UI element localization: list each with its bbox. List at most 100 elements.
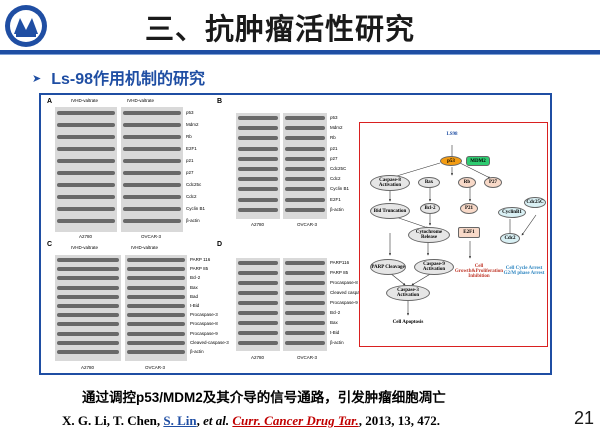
blot-row-label: Procaspase-9 [190, 330, 218, 336]
blot-band [123, 219, 181, 223]
blot-row-label: PARP116 [330, 260, 350, 265]
blot-row-label: PARP 85 [330, 270, 349, 275]
pathway-cdc2: Cdc2 [500, 233, 520, 244]
pathway-cdc25c: Cdc25C [524, 197, 546, 208]
blot-band [57, 123, 115, 127]
blot-row-label: Cyclin B1 [186, 206, 206, 211]
blot-band [127, 331, 185, 336]
blot-band [127, 294, 185, 299]
blot-row-label: Cdc25c [186, 182, 202, 187]
blot-band [123, 159, 181, 163]
blot-row-label: β-actin [186, 218, 200, 223]
title-rule-thin [0, 54, 600, 55]
blot-band [285, 156, 325, 161]
blot-row-label: β-actin [330, 206, 344, 212]
blot-row-label: Cdc2 [330, 176, 341, 182]
blot-band [127, 322, 185, 327]
panel-c-group-2: IVHD-valtrate [131, 245, 159, 250]
panel-a-cell-2: OVCAR-3 [141, 234, 162, 239]
blot-band [57, 147, 115, 151]
blot-row-label: Rb [330, 135, 336, 141]
blot-band [123, 147, 181, 151]
blot-row-label: p53 [330, 115, 338, 120]
blot-band [238, 126, 278, 131]
blot-row-label: Cleaved caspase-3 [330, 290, 369, 295]
pathway-caspase-3: Caspase-3 Activation [386, 285, 430, 301]
blot-row-label: Procaspase-3 [190, 312, 218, 318]
slide-caption: 通过调控p53/MDM2及其介导的信号通路，引发肿瘤细胞凋亡 [82, 390, 446, 405]
pathway-cyclinb1: CyclinB1 [498, 207, 526, 218]
blot-row-label: β-actin [330, 340, 344, 345]
blot-row-label: PARP 116 [190, 257, 211, 262]
blot-a-left [55, 107, 117, 232]
panel-label-a: A [47, 98, 53, 105]
blot-band [57, 285, 119, 290]
blot-band [57, 219, 115, 223]
blot-band [238, 187, 278, 192]
blot-band [57, 276, 119, 281]
blot-band [285, 136, 325, 141]
university-logo [5, 5, 47, 47]
panel-label-b: B [217, 98, 223, 105]
pathway-apoptosis: Cell Apoptosis [392, 319, 424, 325]
blot-band [123, 123, 181, 127]
pathway-diagram: LS98 p53 MDM2 Caspase-8 Activation Bax R… [359, 122, 548, 347]
blot-row-label: Bax [190, 284, 198, 290]
pathway-p27: P27 [484, 177, 502, 188]
blot-band [123, 207, 181, 211]
blot-band [285, 341, 325, 345]
blot-row-label: Cdc25C [330, 166, 347, 171]
blot-band [238, 321, 278, 325]
blot-band [238, 136, 278, 141]
section-bullet: ➤Ls-98作用机制的研究 [32, 65, 205, 89]
blot-band [127, 285, 185, 290]
blot-band [57, 267, 119, 272]
blot-band [57, 159, 115, 163]
pathway-rb: Rb [458, 177, 476, 188]
blot-band [238, 146, 278, 151]
blot-band [285, 116, 325, 120]
pathway-growth-inhibition: Cell Growth&Proliferation Inhibition [454, 263, 504, 279]
blot-band [127, 304, 185, 308]
blot-band [57, 350, 119, 354]
arrow-bullet-icon: ➤ [32, 73, 42, 85]
blot-row-label: Bax [330, 320, 338, 325]
slide-title: 三、抗肿瘤活性研究 [145, 12, 416, 46]
blot-band [285, 197, 325, 202]
panel-label-c: C [47, 241, 53, 248]
blot-row-label: p27 [330, 155, 338, 161]
blot-row-label: t-Bid [330, 330, 340, 335]
panel-a-cell-1: A2780 [79, 234, 93, 239]
blot-row-label: E2F1 [186, 146, 197, 151]
blot-band [57, 340, 119, 345]
blot-band [127, 258, 185, 262]
blot-band [123, 195, 181, 199]
blot-band [238, 156, 278, 161]
page-number: 21 [574, 408, 595, 428]
blot-row-label: Bcl-2 [190, 275, 201, 281]
blot-band [57, 322, 119, 327]
blot-band [127, 350, 185, 354]
blot-row-label: Bcl-2 [330, 310, 341, 315]
blot-band [285, 271, 325, 275]
blot-band [123, 111, 181, 115]
blot-band [285, 331, 325, 335]
blot-band [238, 281, 278, 285]
pathway-e2f1: E2F1 [458, 227, 480, 238]
blot-band [238, 331, 278, 335]
pathway-bax: Bax [418, 177, 440, 188]
blot-band [238, 207, 278, 212]
blot-band [238, 177, 278, 182]
blot-band [127, 340, 185, 345]
blot-band [57, 258, 119, 262]
blot-band [285, 301, 325, 305]
panel-c-group-1: IVHD-valtrate [71, 245, 99, 250]
blot-row-label: Procaspase-8 [190, 321, 218, 327]
blot-band [238, 291, 278, 295]
blot-row-label: Bad [190, 293, 199, 299]
blot-band [285, 261, 325, 265]
blot-row-label: p27 [186, 170, 194, 175]
panel-d-cell-1: A2780 [251, 355, 265, 360]
blot-row-label: Cyclin B1 [330, 186, 350, 192]
